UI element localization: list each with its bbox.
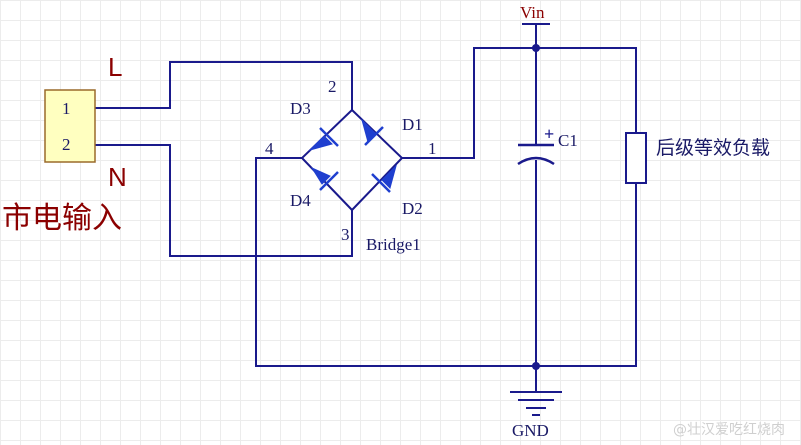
wires <box>95 24 637 392</box>
diode-d4 <box>310 166 339 191</box>
gnd-label: GND <box>512 421 549 440</box>
bridge-pin2-label: 2 <box>328 77 337 96</box>
neutral-label: N <box>108 162 127 192</box>
cap-name-label: C1 <box>558 131 578 150</box>
connector-pin2-label: 2 <box>62 135 71 154</box>
vin-label: Vin <box>520 3 545 22</box>
mains-input-label: 市电输入 <box>2 202 122 235</box>
wire-bridge-plus <box>402 47 637 159</box>
junction-dot-top <box>532 44 540 52</box>
diode-d1 <box>361 118 384 146</box>
wire-load-return <box>255 157 637 367</box>
d3-label: D3 <box>290 99 311 118</box>
wire-line-L <box>95 61 353 110</box>
load-resistor <box>625 132 647 184</box>
bridge-name-label: Bridge1 <box>366 235 421 254</box>
junction-dot-bottom <box>532 362 540 370</box>
wire-neutral-N <box>95 144 353 257</box>
watermark: @壮汉爱吃红烧肉 <box>673 422 785 438</box>
d1-label: D1 <box>402 115 423 134</box>
diode-d2 <box>371 164 397 193</box>
connector-pin1-label: 1 <box>62 99 71 118</box>
d2-label: D2 <box>402 199 423 218</box>
capacitor-c1 <box>517 143 555 166</box>
bridge-pin3-label: 3 <box>341 225 350 244</box>
d4-label: D4 <box>290 191 311 210</box>
line-label: L <box>108 52 122 82</box>
gnd-symbol <box>510 391 562 416</box>
diode-d3 <box>308 127 339 151</box>
connector-body <box>44 89 96 163</box>
cap-plus-label: + <box>544 124 554 144</box>
bridge-pin1-label: 1 <box>428 139 437 158</box>
bridge-diamond <box>300 109 404 212</box>
load-label: 后级等效负载 <box>656 137 770 159</box>
diodes <box>308 118 397 193</box>
bridge-pin4-label: 4 <box>265 139 274 158</box>
